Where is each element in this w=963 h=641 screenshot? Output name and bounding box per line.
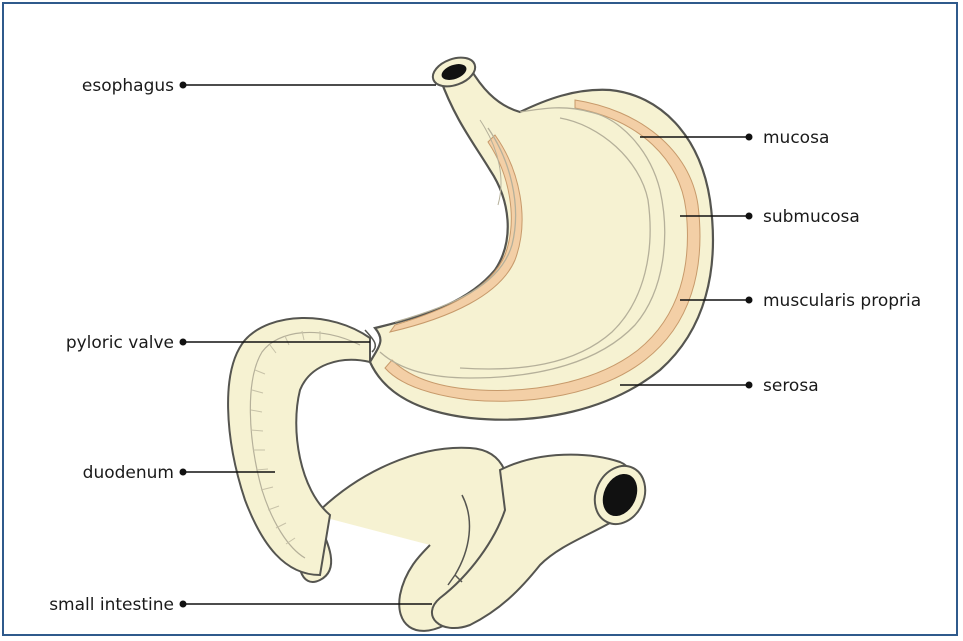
label-submucosa: submucosa: [763, 207, 860, 227]
label-muscularis-propria: muscularis propria: [763, 291, 921, 311]
label-esophagus: esophagus: [82, 76, 174, 96]
stomach-shape: [365, 52, 713, 419]
label-duodenum: duodenum: [83, 463, 174, 483]
label-small-intestine: small intestine: [49, 595, 174, 615]
label-serosa: serosa: [763, 376, 819, 396]
duodenum-shape: [228, 318, 370, 575]
leader-esophagus: [180, 82, 437, 89]
label-mucosa: mucosa: [763, 128, 829, 148]
label-pyloric-valve: pyloric valve: [66, 333, 174, 353]
leader-small-intestine: [180, 601, 433, 608]
